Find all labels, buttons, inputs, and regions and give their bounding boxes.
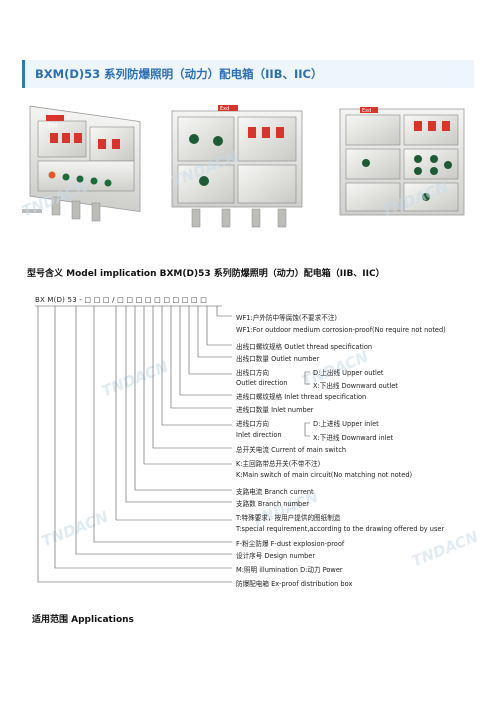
distribution-box-photo-1 <box>22 105 141 222</box>
explanation-distribution-box: 防爆配电箱 Ex-proof distribution box <box>236 580 353 588</box>
explanation-inlet-thread: 进线口螺纹规格 Inlet thread specification <box>236 393 367 401</box>
exd-label-1: Exd <box>48 123 57 129</box>
explanation-main-switch-current: 总开关电流 Current of main switch <box>236 446 346 454</box>
exd-label-3: Exd <box>362 108 371 114</box>
explanation-main-switch-en: K:Main switch of main circuit(No matchin… <box>236 471 413 479</box>
model-code: BX M(D) 53 - □ □ □ / □ □ □ □ □ □ □ □ □ □ <box>35 296 208 304</box>
distribution-box-photo-2 <box>171 105 303 228</box>
explanation-corrosion-cn: WF1:户外防中等腐蚀(不要求不注) <box>236 314 337 322</box>
page-title: BXM(D)53 系列防爆照明（动力）配电箱（IIB、IIC） <box>35 67 323 81</box>
model-implication-heading: 型号含义 Model implication BXM(D)53 系列防爆照明（动… <box>27 269 385 279</box>
exd-label-2: Exd <box>220 106 229 112</box>
explanation-illumination-power: M:照明 illumination D:动力 Power <box>236 566 343 574</box>
explanation-downward-outlet: X:下出线 Downward outlet <box>313 382 398 390</box>
explanation-dust-proof: F-粉尘防爆 F-dust explosion-proof <box>236 540 345 548</box>
explanation-outlet-thread: 出线口螺纹规格 Outlet thread specification <box>236 343 373 351</box>
explanation-outlet-number: 出线口数量 Outlet number <box>236 355 320 363</box>
explanation-branch-number: 支路数 Branch number <box>236 500 309 508</box>
explanation-inlet-direction-en: Inlet direction <box>236 431 282 439</box>
explanation-outlet-direction-en: Outlet direction <box>236 379 288 387</box>
explanation-inlet-direction-cn: 进线口方向 <box>236 420 269 428</box>
explanation-main-switch-cn: K:主回路带总开关(不带不注) <box>236 460 321 468</box>
product-photos: Exd Exd Exd <box>22 105 465 228</box>
explanation-upper-outlet: D:上出线 Upper outlet <box>313 369 384 377</box>
explanation-inlet-number: 进线口数量 Inlet number <box>236 406 314 414</box>
explanation-downward-inlet: X:下进线 Downward inlet <box>313 434 394 442</box>
applications-heading: 适用范围 Applications <box>32 615 134 625</box>
explanation-design-number: 设计序号 Design number <box>236 552 316 560</box>
explanation-upper-inlet: D:上进线 Upper inlet <box>313 420 379 428</box>
explanation-branch-current: 支路电流 Branch current <box>236 488 314 496</box>
explanation-corrosion-en: WF1:For outdoor medium corrosion-proof(N… <box>236 326 446 334</box>
explanation-special-en: T:special requirement,according to the d… <box>236 525 445 533</box>
explanation-outlet-direction-cn: 出线口方向 <box>236 369 269 377</box>
title-bar: BXM(D)53 系列防爆照明（动力）配电箱（IIB、IIC） <box>22 60 474 88</box>
explanation-special-cn: T:特殊要求，按用户提供的图纸制造 <box>236 514 341 522</box>
distribution-box-photo-3 <box>339 107 465 216</box>
